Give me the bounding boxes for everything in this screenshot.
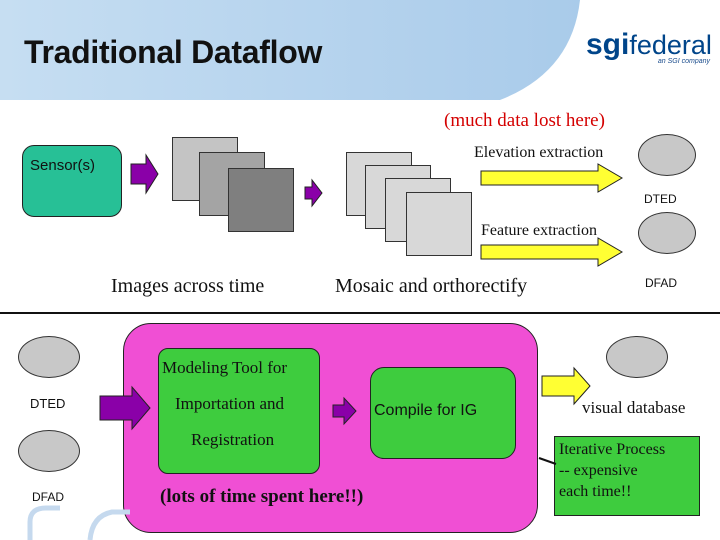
elevation-extraction-arrow [480,163,623,193]
data-lost-note: (much data lost here) [444,110,605,131]
sensor-label: Sensor(s) [30,157,96,174]
dfad-input-ellipse [18,430,80,472]
time-spent-note: (lots of time spent here!!) [160,486,364,507]
logo-sgi-text: sgi [586,28,630,61]
iterative-process-text: Iterative Process -- expensive each time… [559,439,665,502]
arrow-sensor-to-images [130,153,159,195]
arrow-to-visual-database [541,366,591,406]
modeling-tool-label-line2: Importation and [175,394,285,413]
arrow-images-to-mosaic [304,178,323,208]
mosaic-orthorectify-label: Mosaic and orthorectify [335,275,528,297]
iterative-process-box: Iterative Process -- expensive each time… [554,436,700,516]
page-title: Traditional Dataflow [24,34,323,70]
sensor-box [22,145,122,217]
dted-output-ellipse [638,134,696,176]
dfad-top-label: DFAD [645,276,678,290]
compile-label: Compile for IG [374,402,478,419]
images-across-time-label: Images across time [111,275,265,297]
modeling-tool-label-line1: Modeling Tool for [162,358,288,377]
iterative-line-1: Iterative Process [559,441,666,458]
iterative-line-2: -- expensive [559,462,638,479]
visual-database-label: visual database [582,398,686,417]
dfad-output-ellipse [638,212,696,254]
iterative-line-3: each time!! [559,483,632,500]
sgi-federal-logo: sgifederal an SGI company [586,28,714,68]
elevation-extraction-label: Elevation extraction [474,144,604,161]
logo-federal-text: federal [629,30,712,60]
modeling-tool-box [158,348,320,474]
dted-top-label: DTED [644,192,677,206]
section-divider [0,312,720,314]
dted-bottom-label: DTED [30,396,66,411]
feature-extraction-arrow [480,237,623,267]
arrow-modeling-to-compile [332,396,357,426]
dfad-bottom-label: DFAD [32,490,65,504]
watermark-fragment [27,505,130,540]
iterative-connector [538,457,557,465]
logo-tagline: an SGI company [657,58,710,65]
feature-extraction-label: Feature extraction [481,222,597,239]
dted-input-ellipse [18,336,80,378]
visual-database-ellipse [606,336,668,378]
arrow-into-modeling-tool [99,385,151,431]
compile-box [370,367,516,459]
modeling-tool-label-line3: Registration [191,430,275,449]
header-banner [0,0,580,100]
image-frame-3 [228,168,294,232]
mosaic-frame-4 [406,192,472,256]
